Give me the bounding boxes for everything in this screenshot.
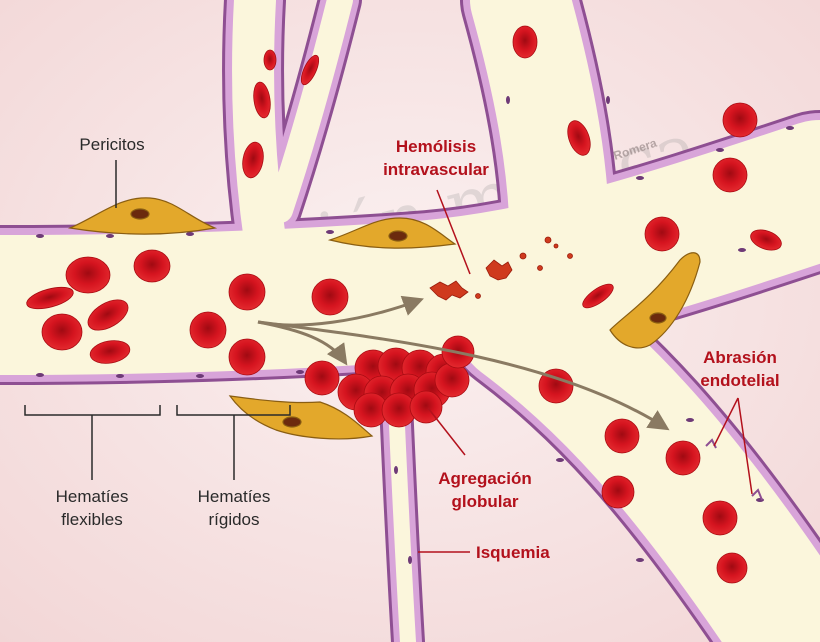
label-flexibles-line2: flexibles (61, 510, 122, 529)
label-hemolisis-line1: Hemólisis (396, 137, 476, 156)
label-flexibles-line1: Hematíes (56, 487, 129, 506)
label-isquemia: Isquemia (476, 543, 550, 562)
red-blood-cell (722, 102, 758, 138)
red-blood-cell (601, 475, 635, 509)
red-blood-cell (26, 286, 74, 310)
label-abrasion-line1: Abrasión (703, 348, 777, 367)
red-blood-cell (644, 216, 680, 252)
red-blood-cell (716, 552, 748, 584)
aggregation-cluster (304, 335, 475, 428)
labels: Pericitos Hemólisis intravascular Abrasi… (56, 135, 780, 562)
label-agregacion-line1: Agregación (438, 469, 532, 488)
label-hemolisis-line2: intravascular (383, 160, 489, 179)
pericyte-4 (609, 252, 701, 349)
red-blood-cell (228, 338, 266, 376)
red-blood-cell (65, 256, 111, 294)
red-blood-cell (665, 440, 701, 476)
label-rigidos-line2: rígidos (208, 510, 259, 529)
pericyte-3 (228, 395, 374, 440)
red-blood-cell (253, 81, 271, 119)
red-blood-cell (242, 141, 264, 179)
red-blood-cell (582, 283, 614, 309)
red-blood-cell (409, 390, 443, 424)
red-blood-cell (189, 311, 227, 349)
red-blood-cell (228, 273, 266, 311)
red-blood-cell (604, 418, 640, 454)
label-abrasion-line2: endotelial (700, 371, 779, 390)
red-blood-cell (512, 25, 538, 59)
red-blood-cell (702, 500, 738, 536)
red-blood-cell (304, 360, 340, 396)
red-blood-cell (712, 157, 748, 193)
red-blood-cell (434, 362, 470, 398)
flow-arrows (257, 295, 670, 431)
red-blood-cell (300, 54, 320, 86)
label-agregacion-line2: globular (451, 492, 518, 511)
red-blood-cell (89, 340, 131, 364)
red-blood-cell (263, 49, 277, 71)
leader-lines (24, 160, 753, 553)
hemolysis-fragments (429, 236, 573, 301)
label-rigidos-line1: Hematíes (198, 487, 271, 506)
red-blood-cells (26, 25, 782, 584)
red-blood-cell (538, 368, 574, 404)
red-blood-cell (87, 299, 129, 331)
red-blood-cell (311, 278, 349, 316)
red-blood-cell (567, 120, 591, 156)
red-blood-cell (750, 229, 782, 251)
pericytes (67, 197, 701, 440)
label-pericitos: Pericitos (79, 135, 144, 154)
red-blood-cell (41, 313, 83, 351)
red-blood-cell (133, 249, 171, 283)
